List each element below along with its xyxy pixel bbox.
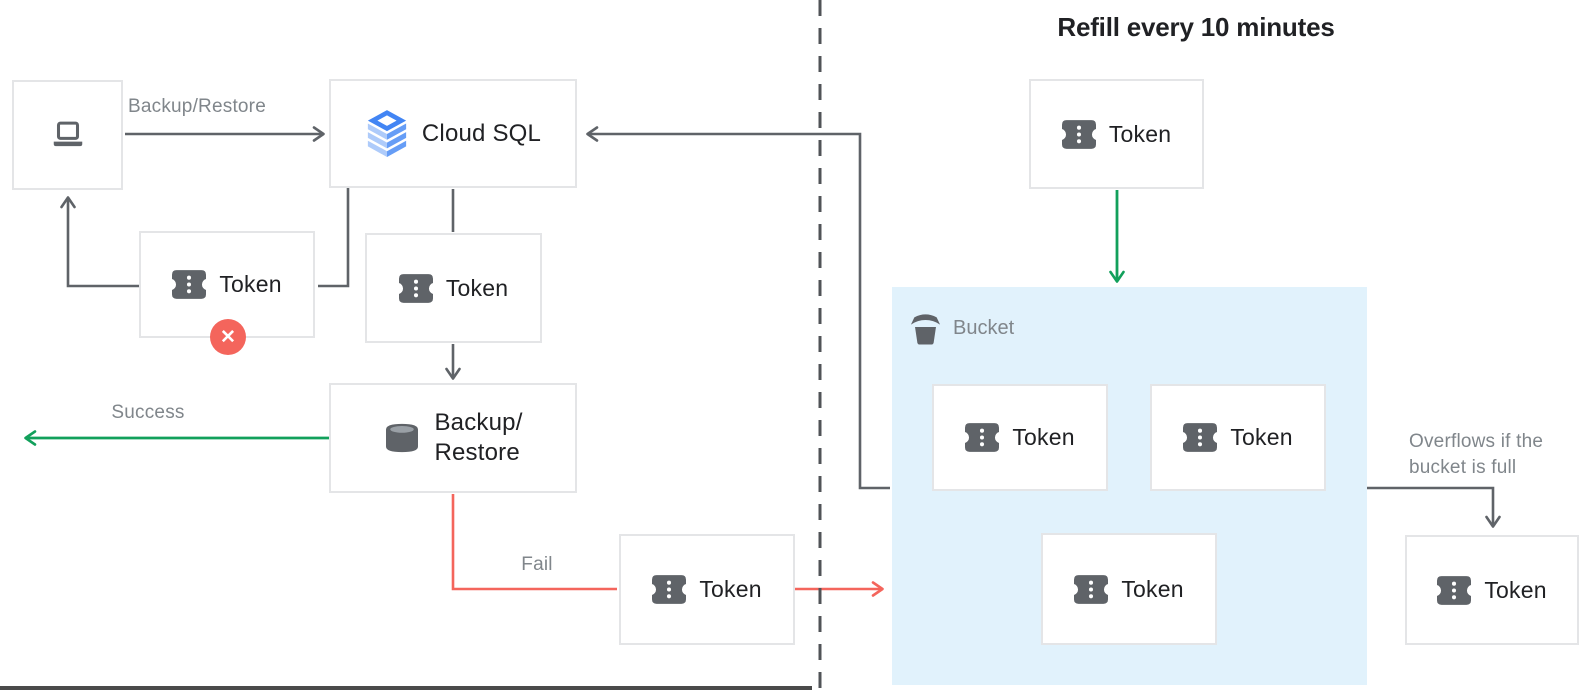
token-node: Token: [365, 233, 542, 343]
token-label: Token: [1108, 120, 1172, 147]
token-label: Token: [1012, 424, 1075, 450]
cloud-sql-layers-icon: [365, 109, 409, 158]
backup-restore-node: Backup/ Restore: [329, 383, 577, 493]
cloud-sql-label: Cloud SQL: [421, 119, 542, 147]
wire-cloudsql-to-rejected-token: [318, 188, 350, 288]
arrow-bucket-to-cloudsql: [586, 126, 890, 490]
wire-backup-fail: [451, 494, 617, 591]
arrow-rejected-token-to-client: [60, 196, 139, 288]
x-circle-icon: ✕: [210, 319, 246, 355]
token-label: Token: [1121, 575, 1184, 602]
client-node: [12, 80, 123, 190]
ticket-icon: [1074, 574, 1109, 604]
token-label: Token: [445, 274, 509, 301]
bucket-label: Bucket: [953, 317, 1015, 339]
overflow-token-node: Token: [1405, 535, 1579, 645]
bucket-icon: [909, 312, 942, 345]
token-label: Token: [219, 271, 282, 297]
overflow-line2: bucket is full: [1409, 457, 1517, 478]
ticket-icon: [1183, 423, 1218, 452]
ticket-icon: [652, 575, 687, 604]
edge-label-fail: Fail: [521, 554, 553, 575]
refill-token-node: Token: [1029, 79, 1204, 189]
ticket-icon: [1061, 119, 1096, 149]
bottom-window-edge: [0, 686, 812, 690]
bucket-token-node: Token: [1150, 384, 1326, 491]
ticket-icon: [398, 273, 433, 303]
token-label: Token: [1484, 576, 1547, 603]
edge-label-backup-restore: Backup/Restore: [128, 96, 266, 117]
refill-title: Refill every 10 minutes: [1057, 12, 1335, 42]
arrow-bucket-overflow: [1367, 486, 1501, 528]
fail-token-node: Token: [619, 534, 795, 645]
bucket-header: Bucket: [909, 312, 1014, 345]
bucket-container: Bucket Token Token: [892, 287, 1367, 685]
token-label: Token: [1230, 424, 1293, 450]
backup-line2: Restore: [434, 439, 520, 466]
token-label: Token: [699, 576, 762, 602]
edge-label-overflow: Overflows if the bucket is full: [1409, 429, 1579, 481]
ticket-icon: [965, 423, 1000, 452]
database-cylinder-icon: [383, 422, 421, 454]
edge-label-success: Success: [111, 402, 185, 423]
laptop-icon: [49, 120, 87, 151]
backup-restore-label: Backup/ Restore: [434, 408, 522, 468]
backup-line1: Backup/: [434, 409, 523, 436]
overflow-line1: Overflows if the: [1409, 431, 1544, 452]
bucket-token-node: Token: [932, 384, 1108, 491]
ticket-icon: [1437, 575, 1472, 605]
cloud-sql-node: Cloud SQL: [329, 79, 577, 188]
ticket-icon: [172, 270, 207, 299]
bucket-token-node: Token: [1041, 533, 1217, 645]
